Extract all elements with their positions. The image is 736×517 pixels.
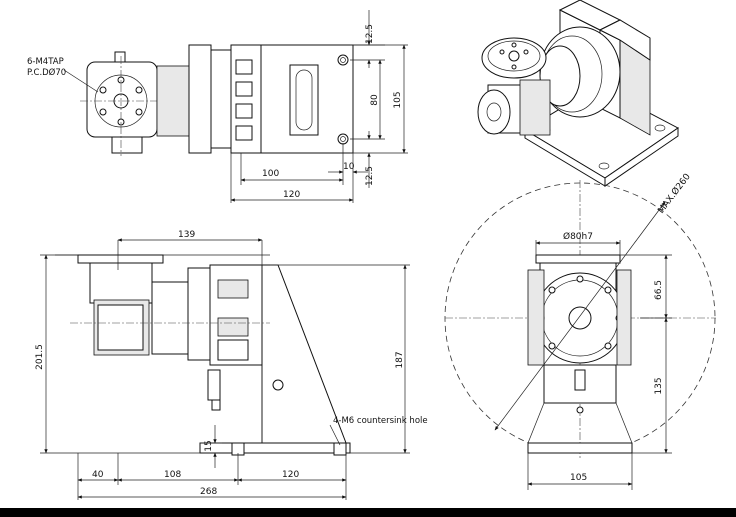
top-view: 6-M4TAP P.C.DØ70 12.5 80 105 12.5 100 <box>27 10 408 203</box>
isometric-view <box>477 0 679 187</box>
countersink-note: 4-M6 countersink hole <box>333 416 428 426</box>
dim-width: 105 <box>570 473 587 483</box>
dim-inner-width: 100 <box>262 169 279 179</box>
top-view-gear-housing <box>156 44 262 154</box>
dim-seg3: 120 <box>282 470 299 480</box>
dim-total-height: 201.5 <box>35 344 45 370</box>
dim-edge: 10 <box>343 162 355 172</box>
dim-bottom-offset: 12.5 <box>365 166 375 186</box>
dim-outer-width: 120 <box>283 190 300 200</box>
front-view-table-head <box>70 254 270 411</box>
pcd-callout-line1: 6-M4TAP <box>27 57 64 67</box>
front-view: 139 201.5 187 15 4-M6 countersink hole 4… <box>35 230 428 500</box>
dim-seg2: 108 <box>164 470 181 480</box>
dim-side-height: 187 <box>395 351 405 368</box>
dim-inner-height: 80 <box>370 94 380 106</box>
front-view-dimensions: 139 201.5 187 15 4-M6 countersink hole 4… <box>35 230 428 500</box>
dim-foot: 15 <box>204 440 214 451</box>
dim-lower: 135 <box>654 377 664 394</box>
top-view-dimensions: 12.5 80 105 12.5 100 10 120 <box>230 10 408 203</box>
dim-diameter: Ø80h7 <box>563 231 593 242</box>
iso-motor <box>477 79 551 136</box>
dim-top-offset: 12.5 <box>365 24 375 44</box>
top-view-base-plate <box>260 44 354 154</box>
dim-outer-height: 105 <box>393 91 403 108</box>
side-view: Ø80h7 MAX.Ø260 66.5 135 105 <box>444 171 716 490</box>
bottom-rule <box>0 508 736 517</box>
top-view-flange <box>80 51 160 156</box>
dim-total-length: 268 <box>200 487 217 497</box>
top-view-callout: 6-M4TAP P.C.DØ70 <box>27 57 99 93</box>
pcd-callout-line2: P.C.DØ70 <box>27 67 66 78</box>
dim-swing: MAX.Ø260 <box>656 171 693 216</box>
dim-upper: 66.5 <box>654 280 664 300</box>
dim-top-length: 139 <box>178 230 195 240</box>
dim-seg1: 40 <box>92 470 104 480</box>
